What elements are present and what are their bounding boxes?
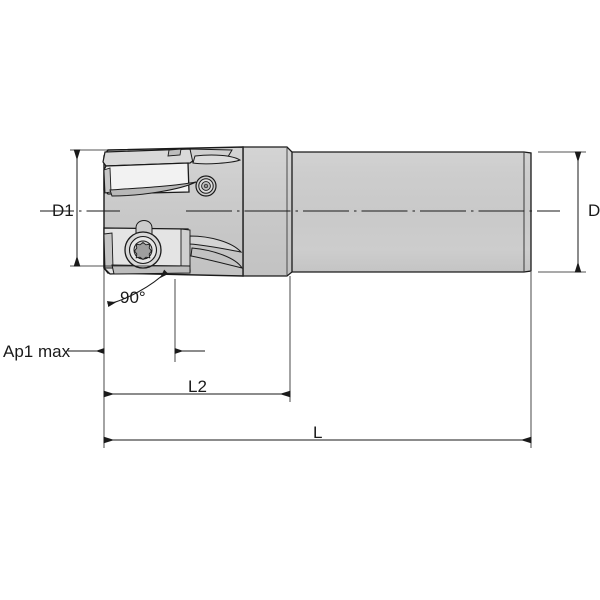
dim-arc-angle-90: [106, 269, 169, 308]
collar-outline: [242, 146, 293, 277]
label-ap1-max: Ap1 max: [3, 342, 71, 361]
lower-chip-gash-upper: [189, 235, 243, 253]
neck-collar-section: [242, 146, 293, 277]
label-l: L: [313, 423, 322, 442]
upper-chip-gash: [192, 154, 242, 165]
lower-chip-gash-lower: [190, 247, 244, 269]
label-angle-90: 90°: [120, 288, 146, 307]
torx-insert-screw: [124, 231, 162, 269]
dimension-labels-group: D1 D 90° Ap1 max L2 L: [3, 201, 600, 442]
upper-flute-shadow: [109, 181, 197, 197]
body-clamp-screw: [195, 175, 217, 197]
label-d1: D1: [52, 201, 74, 220]
upper-insert-left-relief: [103, 167, 112, 194]
torx-star-socket: [133, 241, 153, 261]
label-l2: L2: [188, 377, 207, 396]
upper-insert-notch: [167, 148, 182, 157]
screw-center-hole: [203, 183, 209, 189]
label-d: D: [588, 201, 600, 220]
tool-body-group: [40, 146, 560, 277]
dimension-lines-group: [68, 149, 582, 444]
upper-insert-assembly: [102, 148, 242, 197]
shank-outline: [289, 151, 532, 273]
shank-section: [289, 151, 532, 273]
lower-insert-left-relief: [103, 232, 114, 269]
lower-insert-right-relief: [180, 228, 191, 272]
